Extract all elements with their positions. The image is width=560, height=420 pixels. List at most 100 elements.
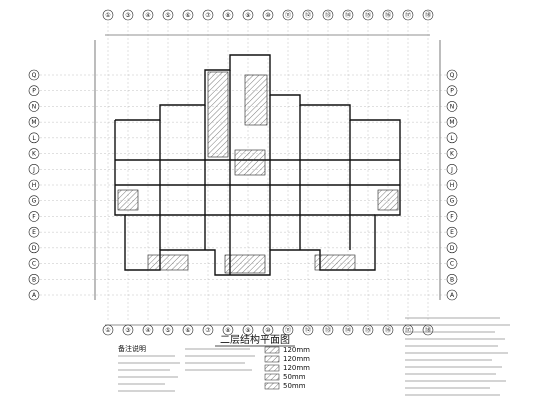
column-axis-label: ⑭ <box>345 11 351 19</box>
column-axis-bubble: ④ <box>142 324 154 336</box>
column-axis-label: ⑥ <box>185 327 190 334</box>
row-axis-bubble: M <box>446 116 458 128</box>
row-axis-bubble: N <box>446 101 458 112</box>
column-axis-bubble: ③ <box>122 9 134 21</box>
column-axis-bubble: ⑨ <box>242 324 254 336</box>
column-axis-bubble: ⑧ <box>222 9 234 21</box>
row-axis-bubble: K <box>28 148 40 159</box>
row-axis-bubble: A <box>446 289 458 301</box>
column-axis-bubble: ⑫ <box>302 324 314 336</box>
row-axis-label: L <box>450 135 454 142</box>
row-axis-label: Q <box>450 72 455 79</box>
column-axis-bubble: ⑩ <box>262 9 274 21</box>
column-axis-label: ⑬ <box>325 11 331 19</box>
row-axis-bubble: H <box>28 179 40 191</box>
column-axis-label: ⑰ <box>405 11 411 19</box>
column-axis-label: ⑯ <box>385 326 391 334</box>
legend-item-label: 120mm <box>283 364 310 372</box>
row-axis-label: A <box>32 292 37 299</box>
row-axis-bubble: G <box>446 195 458 207</box>
column-axis-bubble: ⑱ <box>422 9 434 21</box>
row-axis-bubble: J <box>28 163 40 175</box>
row-axis-label: N <box>32 103 37 110</box>
right-notes <box>405 317 510 396</box>
row-axis-bubble: L <box>446 132 458 144</box>
column-axis-label: ⑱ <box>425 11 431 19</box>
row-axis-label: M <box>31 119 36 126</box>
row-axis-label: C <box>32 261 36 268</box>
column-axis-bubble: ⑭ <box>342 324 354 336</box>
column-axis-bubble: ① <box>102 324 114 336</box>
column-axis-bubble: ⑯ <box>382 9 394 21</box>
legend-item-label: 50mm <box>283 373 306 381</box>
row-axis-bubble: G <box>28 195 40 207</box>
column-axis-bubble: ⑦ <box>202 9 214 21</box>
row-axis-label: B <box>450 276 454 283</box>
column-axis-label: ⑩ <box>265 327 270 334</box>
column-axis-label: ⑤ <box>165 327 170 334</box>
notes-heading: 备注说明 <box>118 344 146 353</box>
column-axis-bubble: ⑨ <box>242 9 254 21</box>
row-axis-label: D <box>32 245 37 252</box>
column-axis-label: ⑩ <box>265 12 270 19</box>
column-axis-label: ⑨ <box>245 12 250 19</box>
row-axis-label: C <box>450 261 454 268</box>
column-axis-label: ③ <box>125 327 130 334</box>
row-axis-bubble: L <box>28 132 40 144</box>
column-axis-bubble: ③ <box>122 324 134 336</box>
row-axis-label: L <box>32 135 36 142</box>
row-axis-label: H <box>450 182 455 189</box>
column-axis-bubble: ⑧ <box>222 324 234 336</box>
row-axis-bubble: M <box>28 116 40 128</box>
row-axis-bubble: P <box>446 85 458 97</box>
legend-item: 50mm <box>264 373 306 381</box>
column-axis-bubble: ⑥ <box>182 9 194 21</box>
row-axis-label: J <box>450 166 453 173</box>
column-axis-bubble: ⑪ <box>282 9 294 21</box>
row-axis-label: D <box>450 245 455 252</box>
row-axis-label: J <box>32 166 35 173</box>
column-axis-bubble: ⑭ <box>342 9 354 21</box>
column-axis-bubble: ⑰ <box>402 9 414 21</box>
legend-item-label: 120mm <box>283 346 310 354</box>
legend-item-label: 120mm <box>283 355 310 363</box>
dimension-frame <box>94 34 441 326</box>
row-axis-bubble: C <box>28 258 40 269</box>
row-axis-label: G <box>32 198 37 205</box>
column-axis-bubble: ⑥ <box>182 324 194 336</box>
column-axis-label: ④ <box>145 12 150 19</box>
legend-item-label: 50mm <box>283 382 306 390</box>
column-axis-bubble: ⑯ <box>382 324 394 336</box>
column-axis-label: ⑪ <box>285 326 291 334</box>
column-axis-bubble: ⑤ <box>162 9 174 21</box>
row-axis-bubble: A <box>28 289 40 301</box>
row-axis-label: K <box>32 151 37 158</box>
row-axis-label: G <box>450 198 455 205</box>
row-axis-bubble: B <box>28 273 40 285</box>
legend-item: 50mm <box>264 382 306 390</box>
column-axis-label: ④ <box>145 327 150 334</box>
row-axis-label: M <box>449 119 454 126</box>
row-axis-bubble: H <box>446 179 458 191</box>
column-axis-label: ⑤ <box>165 12 170 19</box>
row-axis-bubble: J <box>446 163 458 175</box>
column-axis-bubble: ⑱ <box>422 324 434 336</box>
column-axis-bubble: ④ <box>142 9 154 21</box>
row-axis-bubble: C <box>446 258 458 269</box>
drawing-title: 二层结构平面图 <box>220 333 290 346</box>
row-axis-label: A <box>450 292 455 299</box>
row-axis-label: E <box>32 229 36 236</box>
column-axis-bubble: ① <box>102 9 114 21</box>
row-axis-bubble: E <box>28 226 40 238</box>
column-axis-label: ⑮ <box>365 326 371 334</box>
column-axis-label: ① <box>105 327 110 334</box>
row-axis-bubble: F <box>446 211 458 222</box>
column-axis-label: ⑫ <box>305 11 311 19</box>
legend-item: 120mm <box>264 346 310 354</box>
row-axis-label: B <box>32 276 36 283</box>
column-axis-bubble: ⑤ <box>162 324 174 336</box>
row-axis-label: F <box>32 213 36 220</box>
column-axis-label: ⑭ <box>345 326 351 334</box>
column-axis-label: ⑫ <box>305 326 311 334</box>
